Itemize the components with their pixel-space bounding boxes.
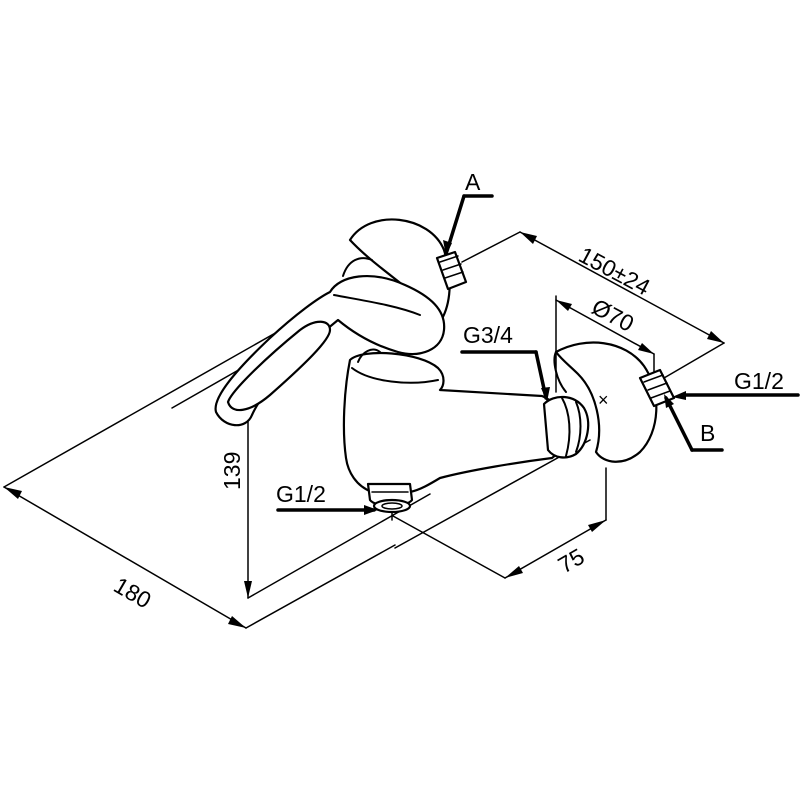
nut-g34 xyxy=(542,395,590,459)
label-b: B xyxy=(700,420,715,446)
right-rosette: × xyxy=(553,341,658,463)
leader-a xyxy=(443,194,494,256)
leader-b xyxy=(664,394,724,452)
leader-g12-right xyxy=(672,391,800,400)
connector-a xyxy=(435,250,468,291)
leader-g12-left xyxy=(276,505,378,515)
center-mark: × xyxy=(598,390,609,410)
mixer-body xyxy=(342,348,568,494)
leader-g34 xyxy=(460,350,550,402)
dim-text-150: 150±24 xyxy=(575,241,655,300)
dim-text-180: 180 xyxy=(110,572,156,614)
label-g34: G3/4 xyxy=(463,322,513,348)
label-g12-left: G1/2 xyxy=(276,481,326,507)
dimension-150 xyxy=(461,231,725,379)
bottom-outlet xyxy=(366,482,414,521)
lever-handle xyxy=(214,274,446,427)
dim-text-70: Ø70 xyxy=(588,293,639,336)
label-g12-right: G1/2 xyxy=(734,368,784,394)
label-a: A xyxy=(465,169,481,195)
dimension-180 xyxy=(3,301,396,629)
dimension-75 xyxy=(392,467,607,579)
dim-text-75: 75 xyxy=(554,543,589,578)
dimension-70 xyxy=(555,295,655,393)
dim-text-139: 139 xyxy=(219,452,245,490)
